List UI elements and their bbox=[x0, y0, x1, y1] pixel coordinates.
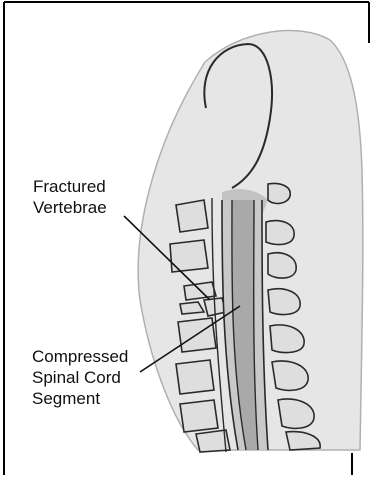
vertebra bbox=[176, 360, 214, 394]
label-line: Spinal Cord bbox=[32, 367, 128, 388]
label-line: Vertebrae bbox=[33, 197, 107, 218]
label-line: Compressed bbox=[32, 346, 128, 367]
spinous-process bbox=[268, 184, 290, 204]
label-line: Fractured bbox=[33, 176, 107, 197]
label-line: Segment bbox=[32, 388, 128, 409]
vertebra bbox=[180, 400, 218, 432]
vertebra bbox=[176, 200, 208, 232]
spinous-process bbox=[266, 221, 294, 245]
fractured-vertebrae-label: Fractured Vertebrae bbox=[33, 176, 107, 218]
compressed-spinal-cord-segment-label: Compressed Spinal Cord Segment bbox=[32, 346, 128, 409]
